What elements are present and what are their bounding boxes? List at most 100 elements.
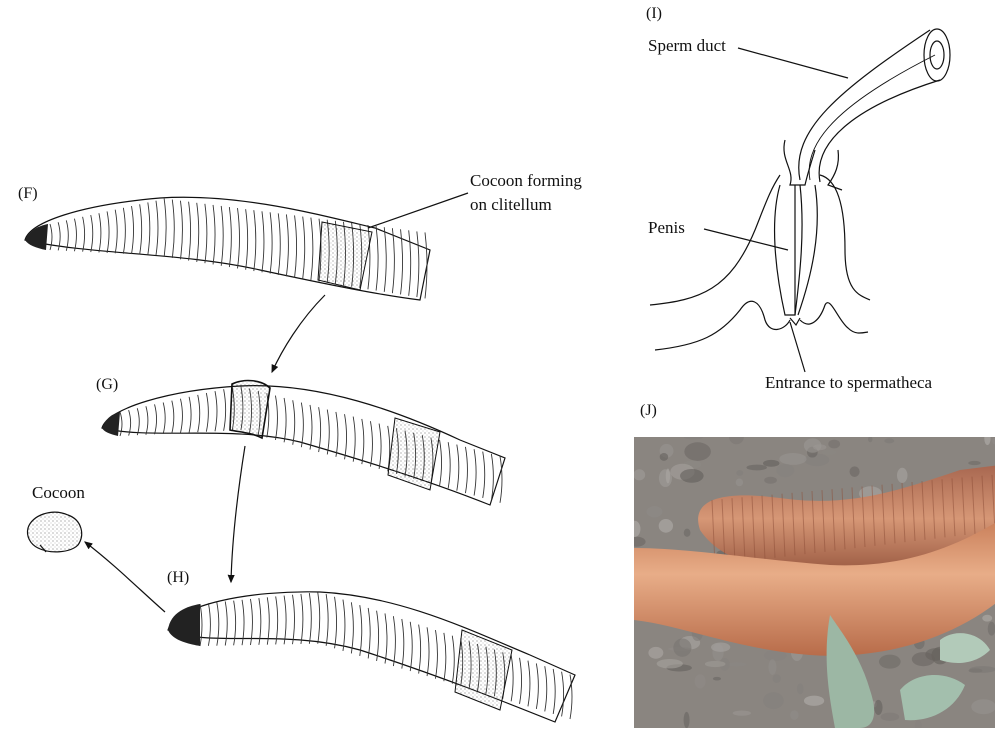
soil-texture [733,710,751,715]
segment-ring [353,417,355,462]
soil-texture [874,700,882,715]
segment-ring [163,403,165,434]
earthworm-photo [627,430,995,731]
soil-texture [828,440,840,449]
segment-ring [172,200,174,258]
segment-ring [570,675,572,720]
segment-ring [172,401,174,434]
soil-texture [711,643,730,652]
segment-ring [309,593,311,644]
segment-ring [536,663,538,709]
segment-ring [491,454,493,501]
worm-g [102,381,505,505]
segment-ring [206,393,208,432]
segment-ring [180,201,182,260]
leader-penis [704,229,788,250]
segment-ring [50,224,52,250]
segment-ring [99,213,101,252]
segment-ring [200,604,202,646]
soil-texture [633,469,645,480]
segment-ring [520,658,522,704]
soil-texture [897,468,907,483]
segment-ring [132,206,134,254]
soil-texture [736,479,743,487]
segment-ring [392,228,394,293]
segment-ring [246,209,248,270]
soil-texture [713,677,721,681]
soil-texture [822,450,837,456]
soil-texture [804,454,829,466]
label-cocoon: Cocoon [32,483,85,502]
soil-texture [684,529,691,537]
segment-ring [270,212,272,273]
segment-ring [553,669,555,714]
segment-ring [286,214,288,276]
cocoon-shape [27,512,81,552]
segment-ring [205,204,207,263]
segment-ring [385,613,387,663]
label-cocoon-forming-line2: on clitellum [470,195,552,214]
segment-ring [224,389,226,431]
arrow-h-to-cocoon [85,542,165,612]
soil-texture [768,659,776,675]
segment-ring [379,424,381,469]
segment-ring [360,605,362,656]
segment-ring [275,396,277,440]
segment-ring [528,661,530,707]
segment-ring [259,598,261,645]
panel-label-g: (G) [96,376,118,393]
label-sperm-duct: Sperm duct [648,36,726,55]
segment-ring [74,219,76,252]
segment-ring [409,230,411,295]
segment-ring [427,627,429,676]
segment-ring [319,407,321,452]
segment-ring [213,205,215,265]
soil-texture [790,710,799,720]
soil-texture [912,652,935,666]
soil-texture [850,466,860,477]
segment-ring [229,207,231,267]
segment-ring [562,672,564,717]
segment-ring [262,211,264,272]
segment-ring [377,611,379,661]
soil-texture [729,430,744,445]
segment-ring [311,218,313,281]
segment-ring [140,204,142,254]
panel-label-h: (H) [167,569,189,586]
leader-cocoon-forming [368,193,468,228]
label-cocoon-forming-line1: Cocoon forming [470,171,582,190]
soil-texture [684,712,690,728]
soil-texture [804,438,822,452]
segment-ring [301,594,303,644]
segment-ring [425,232,427,298]
soil-texture [881,713,900,721]
segment-ring [343,600,345,651]
soil-texture [804,696,824,706]
segment-ring [189,397,191,433]
segment-ring [155,404,157,434]
segment-ring [545,666,547,711]
segment-ring [376,226,378,290]
segment-ring [474,449,476,495]
soil-texture [673,638,691,656]
panel-label-j: (J) [640,402,657,419]
segment-ring [293,400,295,445]
segment-ring [351,602,353,653]
segment-ring [511,655,513,701]
soil-texture [773,674,781,683]
segment-ring [197,203,199,262]
segment-ring [276,596,278,644]
segment-ring [180,399,182,433]
soil-texture [764,477,777,484]
soil-texture [982,615,992,622]
segment-ring [115,210,117,254]
soil-texture [984,432,990,445]
soil-texture [968,461,980,465]
soil-texture [879,655,901,669]
segment-ring [120,412,122,436]
soil-texture [684,435,703,439]
soil-texture [648,647,663,659]
soil-texture [746,465,766,471]
segment-ring [500,456,502,503]
soil-texture [970,666,995,673]
